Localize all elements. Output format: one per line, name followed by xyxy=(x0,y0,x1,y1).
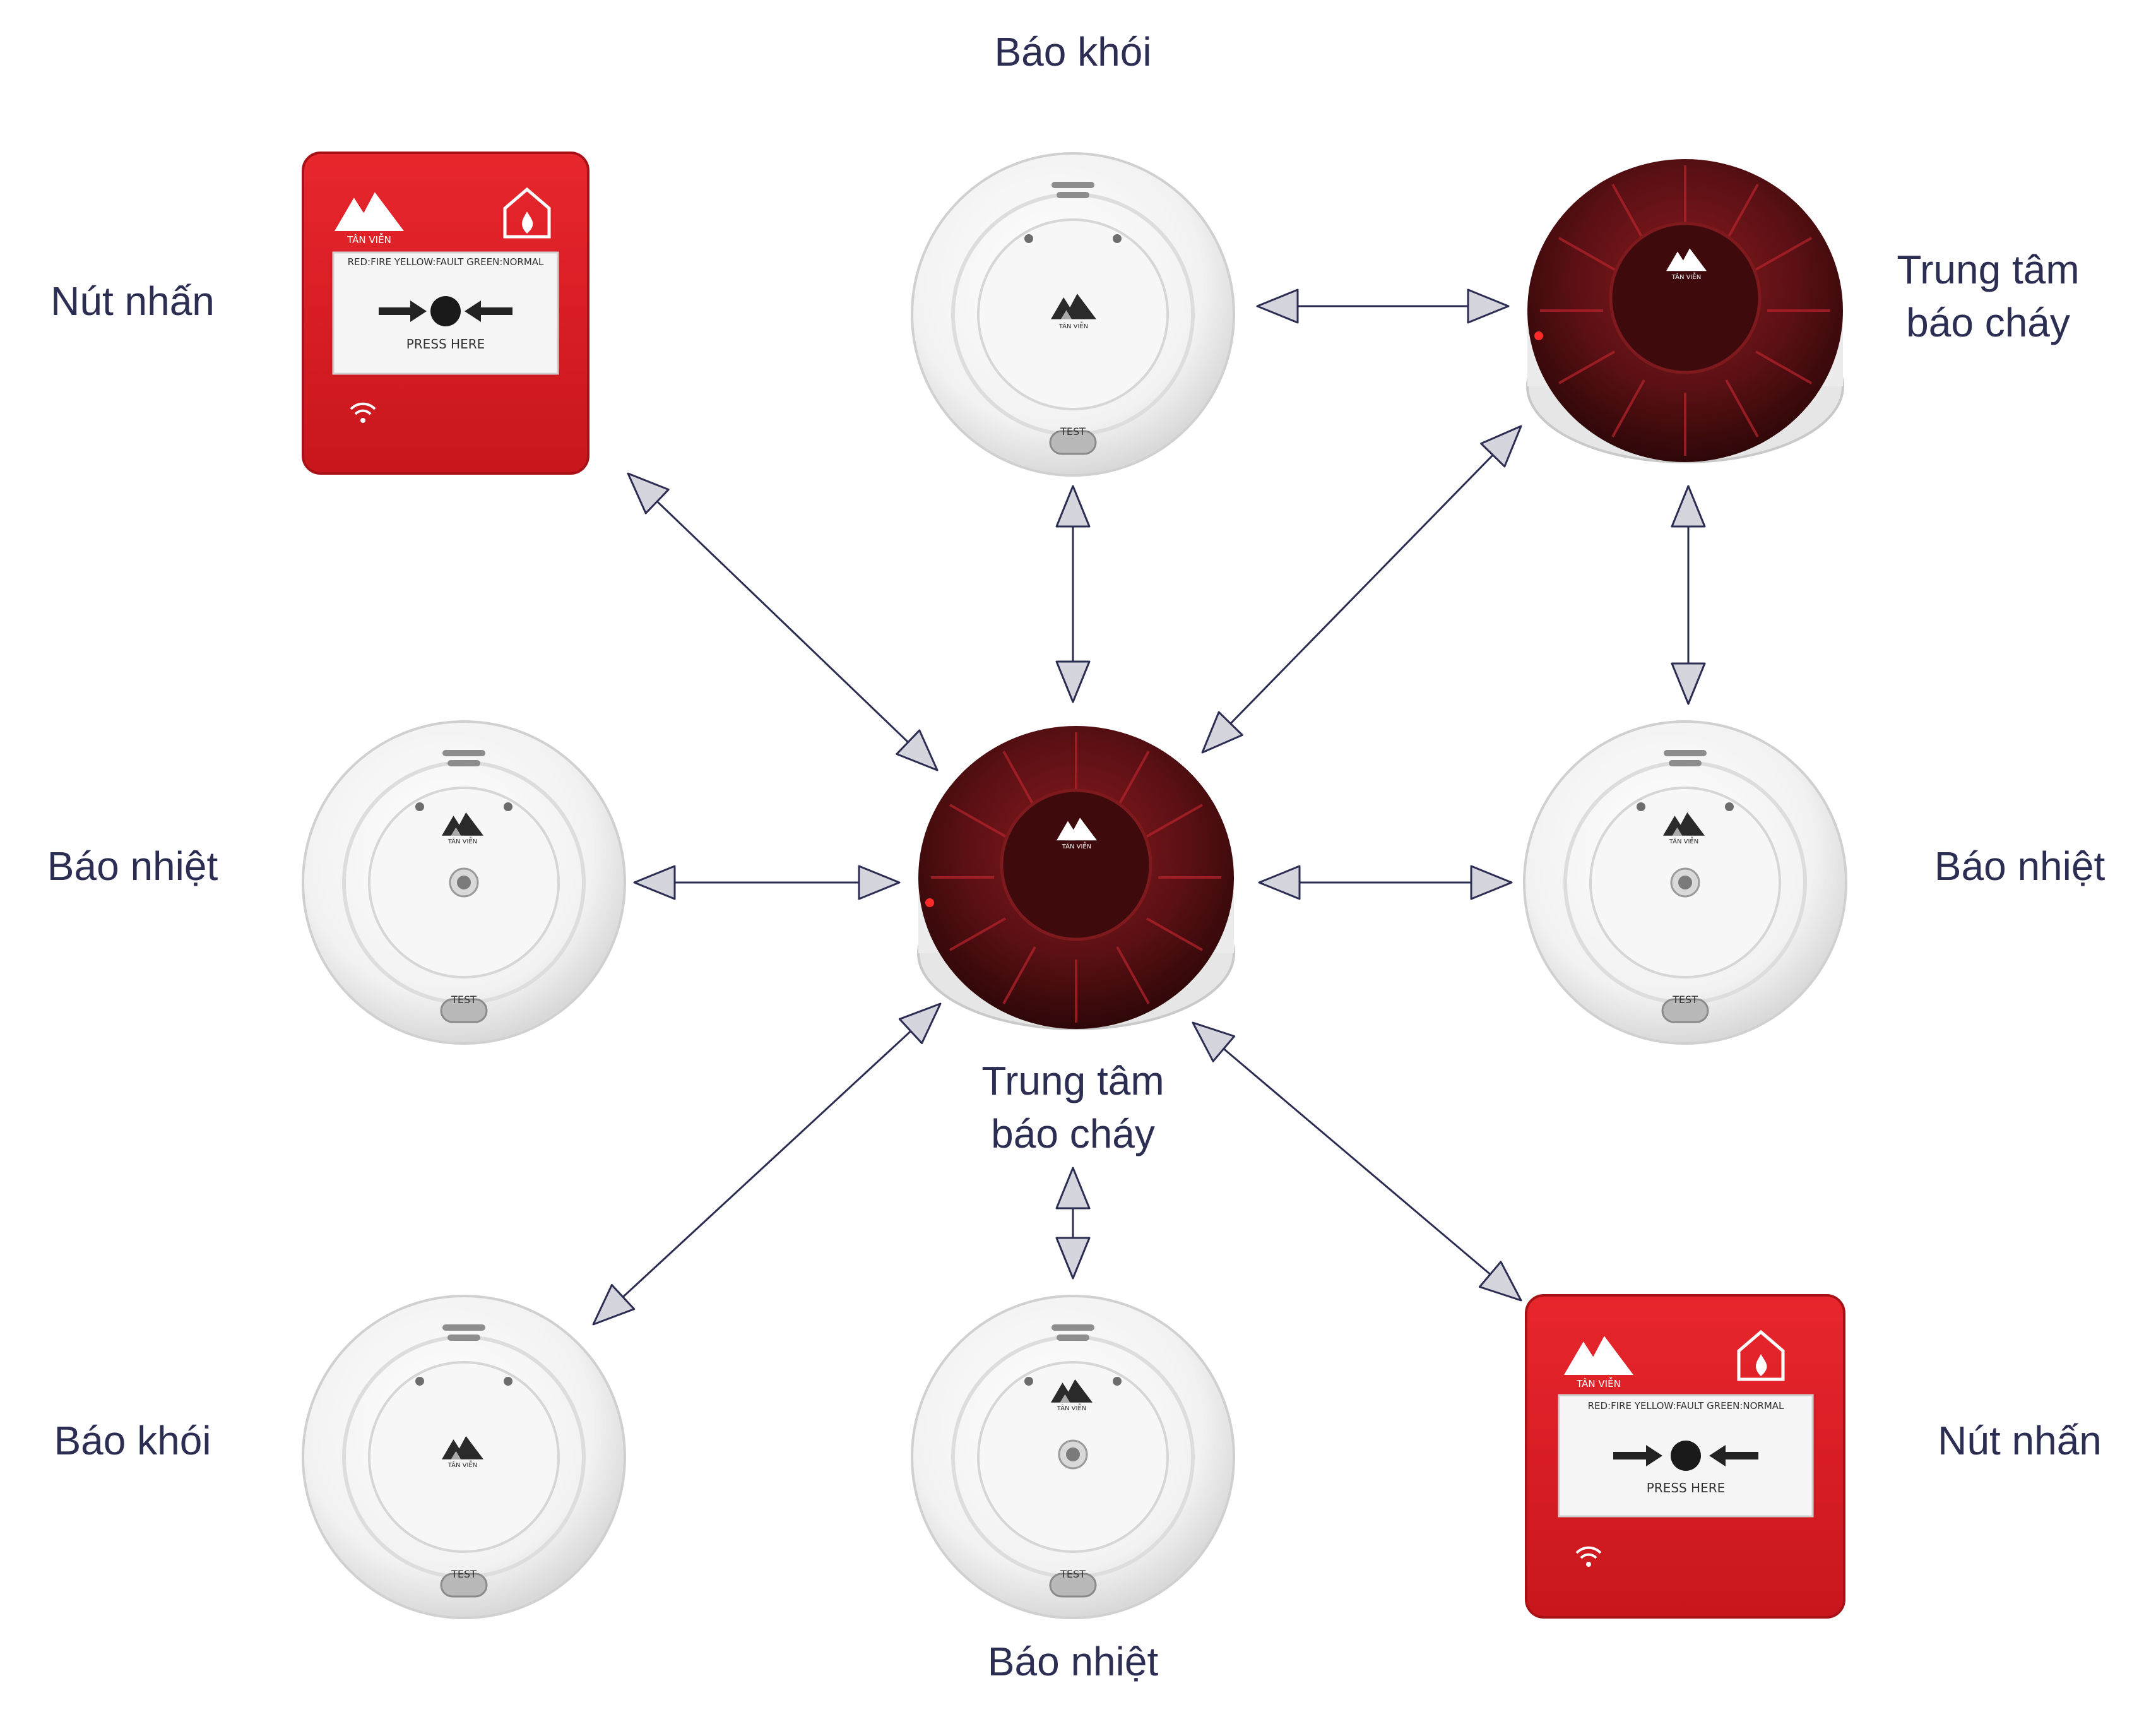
arrow-smoke-top-to-hub xyxy=(1055,485,1091,703)
label-button-bottom-right: Nút nhấn xyxy=(1938,1418,2102,1463)
label-heat-bottom: Báo nhiệt xyxy=(987,1639,1159,1684)
heat-detector-left: TÂN VIỄN TEST xyxy=(303,722,625,1043)
test-button: TEST xyxy=(451,994,477,1006)
press-here-text: PRESS HERE xyxy=(1647,1480,1726,1495)
label-smoke-bottom-left: Báo khói xyxy=(54,1418,211,1463)
brand-logo: TÂN VIỄN xyxy=(335,192,404,246)
house-fire-icon xyxy=(503,187,551,239)
arrow-right-icon xyxy=(1613,1445,1662,1466)
arrow-call-point-to-hub xyxy=(627,472,939,771)
arrow-hub-to-call-point-bottom-right xyxy=(1192,1021,1522,1302)
svg-text:TÂN VIỄN: TÂN VIỄN xyxy=(1057,1403,1086,1412)
heat-detector-bottom: TÂN VIỄN TEST xyxy=(912,1296,1234,1618)
svg-text:TÂN VIỄN: TÂN VIỄN xyxy=(447,1459,477,1469)
call-point-legend: RED:FIRE YELLOW:FAULT GREEN:NORMAL xyxy=(348,256,544,268)
arrow-smoke-top-to-hub-right xyxy=(1256,288,1510,324)
test-button: TEST xyxy=(1672,994,1698,1006)
test-button: TEST xyxy=(1060,425,1086,437)
connection-arrows xyxy=(592,288,1706,1326)
arrow-hub-to-smoke-bottom-left xyxy=(592,1002,942,1326)
manual-call-point-bottom-right: TÂN VIỄN RED:FIRE YELLOW:FAULT GREEN:NOR… xyxy=(1525,1294,1845,1619)
arrow-left-icon xyxy=(1709,1445,1758,1466)
label-heat-left: Báo nhiệt xyxy=(47,843,218,889)
press-button xyxy=(1671,1441,1701,1471)
svg-text:TÂN VIỄN: TÂN VIỄN xyxy=(1669,836,1698,845)
arrow-hub-to-heat-right xyxy=(1258,865,1513,900)
brand-logo: TÂN VIỄN xyxy=(1564,1336,1633,1389)
arrow-right-icon xyxy=(379,300,427,322)
arrow-hub-right-to-hub xyxy=(1201,425,1522,754)
smoke-detector-bottom-left: TÂN VIỄN TEST xyxy=(303,1296,625,1618)
manual-call-point-top-left: TÂN VIỄN RED:FIRE YELLOW:FAULT GREEN:NOR… xyxy=(302,152,589,475)
alarm-hub-center: TÂN VIỄN xyxy=(918,726,1234,1029)
svg-text:TÂN VIỄN: TÂN VIỄN xyxy=(346,232,391,246)
press-here-text: PRESS HERE xyxy=(406,336,485,352)
svg-text:TÂN VIỄN: TÂN VIỄN xyxy=(1058,321,1088,330)
svg-text:TÂN VIỄN: TÂN VIỄN xyxy=(447,836,477,845)
svg-text:TÂN VIỄN: TÂN VIỄN xyxy=(1062,841,1091,850)
svg-text:TÂN VIỄN: TÂN VIỄN xyxy=(1671,271,1701,281)
arrow-hub-to-heat-bottom xyxy=(1055,1167,1091,1280)
wifi-icon xyxy=(350,402,376,423)
svg-text:TÂN VIỄN: TÂN VIỄN xyxy=(1576,1376,1621,1389)
test-button: TEST xyxy=(1060,1568,1086,1580)
heat-detector-right: TÂN VIỄN TEST xyxy=(1524,722,1846,1043)
arrow-hub-right-to-heat-right xyxy=(1671,485,1706,705)
press-button xyxy=(430,296,461,326)
call-point-legend: RED:FIRE YELLOW:FAULT GREEN:NORMAL xyxy=(1588,1400,1784,1412)
test-button: TEST xyxy=(451,1568,477,1580)
label-hub-top-right: Trung tâm báo cháy xyxy=(1897,247,2080,345)
label-heat-right: Báo nhiệt xyxy=(1934,843,2106,889)
house-fire-icon xyxy=(1737,1329,1785,1381)
alarm-hub-top-right: TÂN VIỄN xyxy=(1527,159,1843,462)
arrow-left-icon xyxy=(465,300,512,322)
wifi-icon xyxy=(1575,1546,1602,1567)
smoke-detector-top: TÂN VIỄN TEST xyxy=(912,153,1234,475)
label-button-top-left: Nút nhấn xyxy=(50,278,215,324)
arrow-heat-left-to-hub xyxy=(633,865,901,900)
label-hub-center: Trung tâm báo cháy xyxy=(981,1058,1164,1156)
label-smoke-top: Báo khói xyxy=(994,29,1152,74)
